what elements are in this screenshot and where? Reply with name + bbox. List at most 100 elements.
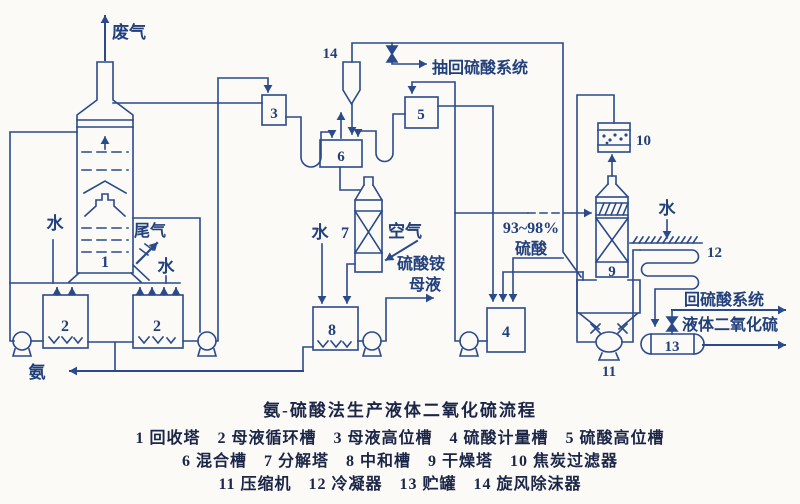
num-box6: 6 xyxy=(337,149,345,165)
filter10-bands xyxy=(597,129,631,146)
air-label: 空气 xyxy=(388,221,422,241)
num-tank2-right: 2 xyxy=(153,318,161,335)
num-compressor11: 11 xyxy=(602,364,616,380)
return-acid-label: 回硫酸系统 xyxy=(684,290,764,309)
tower7-neck xyxy=(363,176,374,186)
num-filter10: 10 xyxy=(636,133,651,149)
valve-bottom-half xyxy=(385,52,399,63)
sprinkler-hatch xyxy=(631,235,699,245)
tower1-trays xyxy=(81,151,129,253)
condenser-12 xyxy=(621,219,703,343)
hopper-walls xyxy=(576,279,641,314)
tail-gas-label: 尾气 xyxy=(134,221,166,240)
tower9-neck xyxy=(607,175,617,185)
cyclone14-top-line xyxy=(351,42,583,279)
water-label-tower1-right: 水 xyxy=(158,256,176,276)
tower1-top-bands xyxy=(76,119,134,128)
tower9-body xyxy=(595,196,629,278)
compressor-to-coil xyxy=(621,249,641,343)
water-label-condenser: 水 xyxy=(659,198,677,218)
tank13-caps xyxy=(650,333,695,355)
valve-top-half xyxy=(385,45,399,56)
pump-tank8-base xyxy=(361,348,383,357)
pump-left xyxy=(12,331,32,351)
tail-gas-ticks xyxy=(138,242,155,257)
flow-diagram-canvas: 废气 水 尾气 水 氨 水 空气 硫酸铵 母液 抽回硫酸系统 93~98% 硫酸… xyxy=(9,15,786,382)
num-box3: 3 xyxy=(270,106,278,122)
box5-to-box6-trap xyxy=(353,113,406,163)
num-tank8: 8 xyxy=(328,322,336,339)
tank2-left-liquid xyxy=(47,335,84,345)
caption-block: 氨-硫酸法生产液体二氧化硫流程 1 回收塔 2 母液循环槽 3 母液高位槽 4 … xyxy=(0,392,800,496)
tower7-packing xyxy=(353,209,384,255)
mother-liquor-out xyxy=(380,293,434,342)
tank4-body xyxy=(486,307,526,353)
compressor11-body xyxy=(595,331,623,353)
pumps xyxy=(11,331,488,357)
liquor-riser-left xyxy=(9,131,78,342)
decomposition-tower-7 xyxy=(317,176,419,304)
diagram-title: 氨-硫酸法生产液体二氧化硫流程 xyxy=(263,401,537,420)
box3-body xyxy=(261,94,287,126)
num-cyclone14: 14 xyxy=(323,46,339,62)
waste-gas-label: 废气 xyxy=(112,22,146,42)
compressor-ticks xyxy=(589,322,629,335)
num-tower7: 7 xyxy=(341,225,349,242)
neutralization-tank-8 xyxy=(312,293,434,351)
pump-tank8 xyxy=(362,331,382,351)
pump-right-base xyxy=(196,348,218,357)
filter10-body xyxy=(597,122,631,153)
cyclone-demister-14 xyxy=(336,42,583,279)
valve13-bottom xyxy=(665,322,679,332)
pump-tank4 xyxy=(459,331,479,351)
tank4-riser-to-box5 xyxy=(407,81,461,342)
liquor-head-tank-3 xyxy=(261,94,337,168)
box5-overflow-to-tank4 xyxy=(437,105,498,302)
tower9-demister-hatch xyxy=(597,201,630,217)
ammonium-sulfate-label: 硫酸铵 xyxy=(397,254,445,273)
tower7-drain xyxy=(342,263,356,304)
filter10-out-over xyxy=(576,94,615,343)
num-tower9: 9 xyxy=(608,264,616,280)
tailgas-pipe xyxy=(132,217,201,333)
tower9-bands xyxy=(595,217,629,263)
tail-gas-arrow xyxy=(135,241,159,265)
hopper-funnel xyxy=(577,311,640,331)
mother-liquor-label: 母液 xyxy=(409,275,442,294)
ammonia-to-tank8 xyxy=(302,346,314,372)
water-label-tank8: 水 xyxy=(312,222,330,242)
circulation-tank-2-right xyxy=(132,294,184,349)
tank2-up-stubs xyxy=(56,287,177,296)
acid-concentration-label: 93~98% xyxy=(503,220,559,237)
acid-head-tank-5 xyxy=(353,96,592,302)
drying-tower-9 xyxy=(576,154,641,361)
mixing-tank-6 xyxy=(319,139,363,191)
pump-tank4-base xyxy=(458,348,480,357)
diagram-labels: 废气 水 尾气 水 氨 水 空气 硫酸铵 母液 抽回硫酸系统 93~98% 硫酸… xyxy=(29,22,779,382)
pump2-riser-to-box3 xyxy=(215,77,273,342)
legend-line-3: 11 压缩机 12 冷凝器 13 贮罐 14 旋风除沫器 xyxy=(218,476,582,493)
air-arrow xyxy=(384,239,419,262)
coil-serpentine xyxy=(639,249,700,327)
legend-line-1: 1 回收塔 2 母液循环槽 3 母液高位槽 4 硫酸计量槽 5 硫酸高位槽 xyxy=(135,430,665,447)
tank2-right-body xyxy=(132,294,184,349)
compressor11-base xyxy=(597,351,621,361)
num-tank2-left: 2 xyxy=(61,318,69,335)
liquid-so2-label: 液体二氧化硫 xyxy=(682,315,778,334)
tower7-body xyxy=(354,199,383,273)
num-box5: 5 xyxy=(417,107,425,123)
tower1-chevron xyxy=(82,180,128,195)
num-tank13: 13 xyxy=(665,339,680,355)
legend-line-2: 6 混合槽 7 分解塔 8 中和槽 9 干燥塔 10 焦炭过滤器 xyxy=(181,453,618,470)
pump-left-base xyxy=(11,348,33,357)
tower7-cone xyxy=(353,183,384,202)
tank4-feed-a xyxy=(498,271,584,302)
num-tank4: 4 xyxy=(502,324,510,341)
cyclone14-body xyxy=(342,61,361,106)
pump-back-acid-label: 抽回硫酸系统 xyxy=(432,58,528,77)
tower1-drain-diagonals xyxy=(67,263,151,284)
water-label-left: 水 xyxy=(47,213,65,233)
box5-body xyxy=(404,96,439,129)
acid-word-label: 硫酸 xyxy=(515,239,548,258)
